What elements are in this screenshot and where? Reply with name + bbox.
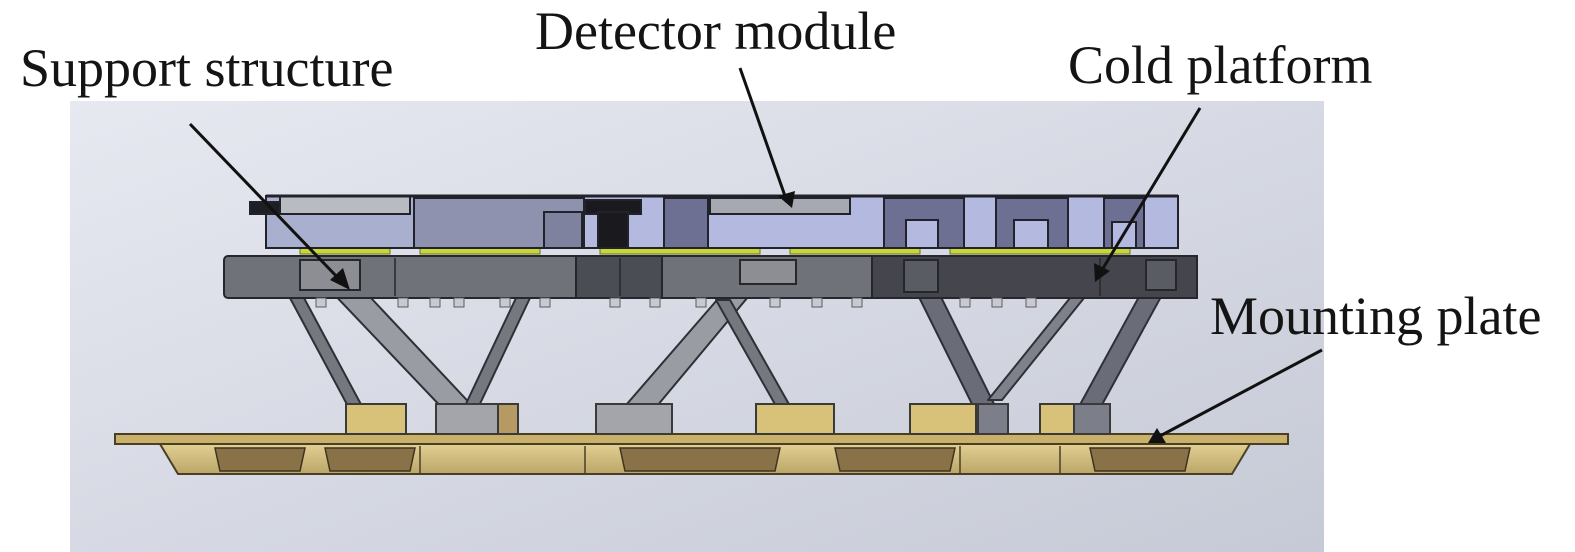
- label-support-structure: Support structure: [20, 38, 394, 98]
- cold-platform: [223, 255, 1198, 299]
- arrowhead-cold-platform: [1094, 263, 1110, 282]
- leader-detector-module: [738, 67, 787, 197]
- mounting-plate: [114, 433, 1289, 475]
- label-cold-platform: Cold platform: [1068, 35, 1373, 95]
- leader-lines: [188, 67, 1323, 443]
- interface-strip: [299, 247, 1131, 255]
- screw-heads: [315, 297, 1037, 308]
- arrowhead-detector-module: [778, 191, 795, 208]
- detector-module: [249, 194, 1179, 249]
- leader-mounting-plate: [1159, 348, 1323, 438]
- arrowhead-mounting-plate: [1148, 428, 1166, 443]
- leader-support-structure: [188, 122, 342, 282]
- label-detector-module: Detector module: [535, 1, 897, 61]
- leader-cold-platform: [1100, 107, 1202, 271]
- support-feet: [345, 403, 1111, 435]
- label-mounting-plate: Mounting plate: [1210, 286, 1542, 346]
- arrowhead-support-structure: [330, 268, 350, 290]
